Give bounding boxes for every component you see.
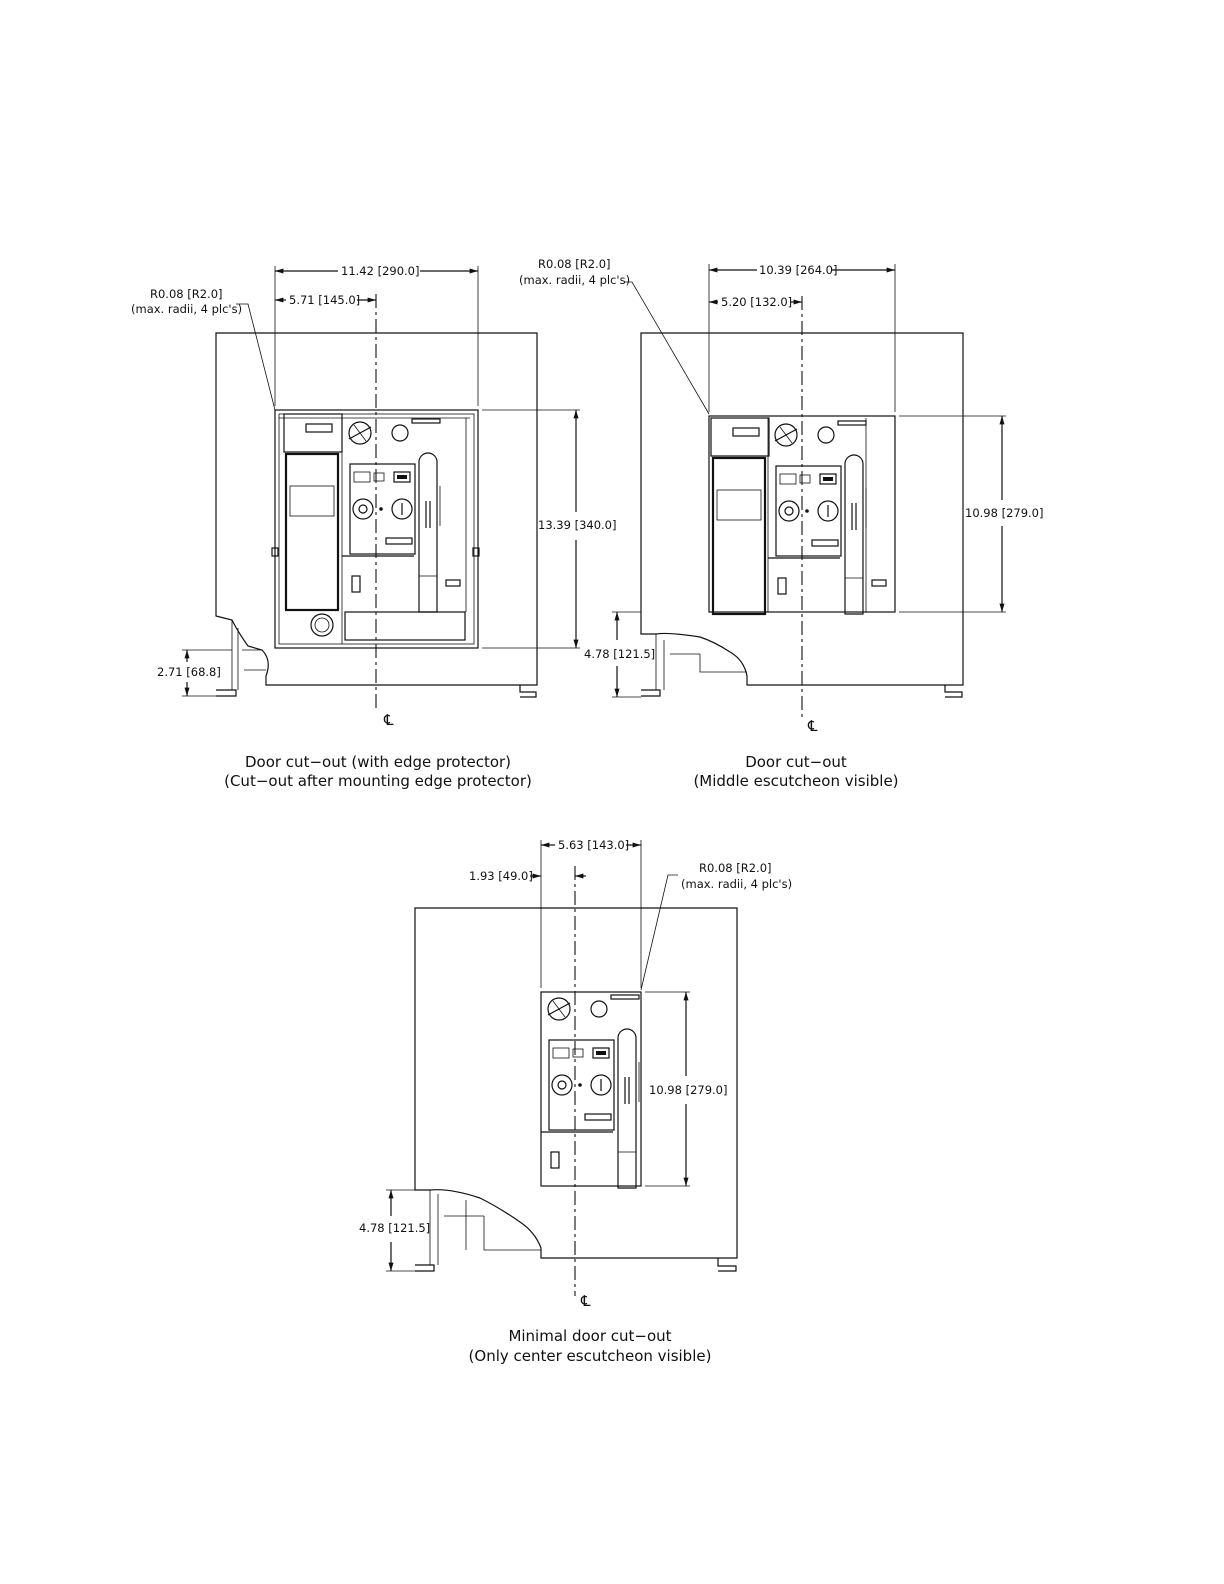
dim-offset-to-centerline: 1.93 [49.0] <box>469 869 533 883</box>
dim-overall-width: 10.39 [264.0] <box>759 263 837 277</box>
caption-subtitle: (Only center escutcheon visible) <box>469 1347 712 1365</box>
drawing-door-cutout-middle-escutcheon <box>612 264 1006 720</box>
caption-subtitle: (Middle escutcheon visible) <box>693 772 898 790</box>
radius-note: R0.08 [R2.0] <box>699 861 772 875</box>
dim-cutout-width: 5.63 [143.0] <box>558 838 629 852</box>
drawing-door-cutout-with-edge-protector <box>182 266 580 712</box>
caption-title: Minimal door cut−out <box>508 1327 671 1345</box>
dim-bottom-offset: 4.78 [121.5] <box>359 1221 430 1235</box>
centerline-symbol: ℄ <box>807 717 818 735</box>
dim-overall-width: 11.42 [290.0] <box>341 264 419 278</box>
dim-cutout-height: 13.39 [340.0] <box>538 518 616 532</box>
radius-note-detail: (max. radii, 4 plc's) <box>519 273 630 287</box>
dim-half-width: 5.71 [145.0] <box>289 293 360 307</box>
drawing-minimal-door-cutout <box>386 840 738 1296</box>
caption-title: Door cut−out <box>745 753 847 771</box>
dim-cutout-height: 10.98 [279.0] <box>965 506 1043 520</box>
dim-cutout-height: 10.98 [279.0] <box>649 1083 727 1097</box>
dim-bottom-offset: 4.78 [121.5] <box>584 647 655 661</box>
caption-title: Door cut−out (with edge protector) <box>245 753 511 771</box>
caption-subtitle: (Cut−out after mounting edge protector) <box>224 772 532 790</box>
radius-note: R0.08 [R2.0] <box>150 287 223 301</box>
dim-bottom-offset: 2.71 [68.8] <box>157 665 221 679</box>
centerline-symbol: ℄ <box>383 711 394 729</box>
radius-note-detail: (max. radii, 4 plc's) <box>131 302 242 316</box>
dim-half-width: 5.20 [132.0] <box>721 295 792 309</box>
radius-note-detail: (max. radii, 4 plc's) <box>681 877 792 891</box>
radius-note: R0.08 [R2.0] <box>538 257 611 271</box>
centerline-symbol: ℄ <box>580 1292 591 1310</box>
